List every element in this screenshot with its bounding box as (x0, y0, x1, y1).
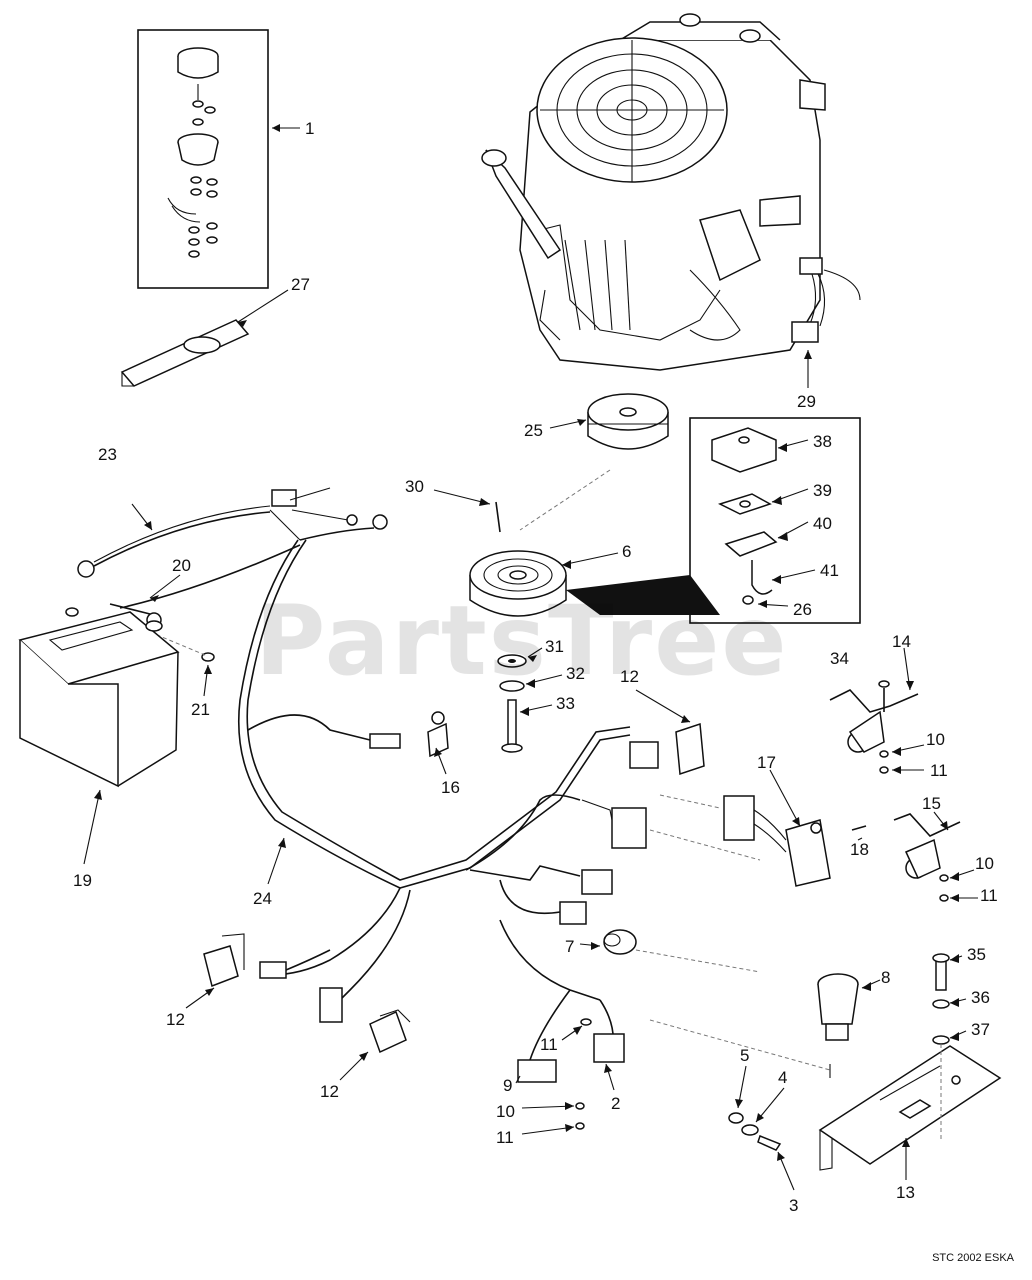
callout-c29: 29 (797, 392, 816, 411)
callout-c11c: 11 (540, 1035, 558, 1054)
callout-c4: 4 (778, 1068, 788, 1087)
callout-c10c: 10 (496, 1102, 515, 1121)
battery-19 (18, 607, 180, 865)
callout-c32: 32 (566, 664, 585, 683)
callout-c25: 25 (524, 421, 543, 440)
callout-c9: 9 (503, 1076, 513, 1095)
callout-c31: 31 (545, 637, 564, 656)
pulley-25 (519, 393, 669, 531)
callout-c11a: 11 (930, 761, 948, 780)
callout-c37: 37 (971, 1020, 990, 1039)
callout-c2: 2 (611, 1094, 621, 1113)
pto-clutch-6 (433, 489, 720, 617)
wire-harness-24 (237, 539, 705, 1061)
callout-c12b: 12 (166, 1010, 185, 1029)
callout-c34: 34 (830, 649, 849, 668)
callout-c11d: 11 (496, 1128, 514, 1147)
callout-c36: 36 (971, 988, 990, 1007)
harness-29 (791, 257, 861, 388)
callout-c23: 23 (98, 445, 117, 464)
watermark: PartsTree (255, 585, 789, 697)
callout-c40: 40 (813, 514, 832, 533)
seat-switch-14 (829, 647, 925, 774)
callout-c1: 1 (305, 119, 315, 138)
callout-c39: 39 (813, 481, 832, 500)
callout-c3: 3 (789, 1196, 799, 1215)
clutch-bracket-inset (689, 417, 861, 624)
callout-c16: 16 (441, 778, 460, 797)
callout-c7: 7 (565, 937, 575, 956)
callout-c5: 5 (740, 1046, 750, 1065)
callout-c11b: 11 (980, 886, 998, 905)
seat-switch-15 (893, 811, 978, 902)
bracket-27 (120, 289, 289, 387)
ignition-kit-box (137, 29, 300, 289)
callout-c18: 18 (850, 840, 869, 859)
battery-cables (77, 487, 388, 697)
callout-c41: 41 (820, 561, 839, 580)
engine (481, 13, 826, 371)
drawing-code: STC 2002 ESKA (932, 1252, 1014, 1264)
callout-c6: 6 (622, 542, 632, 561)
callout-c12c: 12 (320, 1082, 339, 1101)
callout-c13: 13 (896, 1183, 915, 1202)
callout-c14: 14 (892, 632, 911, 651)
callout-c10b: 10 (975, 854, 994, 873)
callout-c24: 24 (253, 889, 272, 908)
callout-c19: 19 (73, 871, 92, 890)
mounting-bracket-13 (649, 953, 1002, 1191)
clutch-hardware (497, 647, 563, 753)
callout-c15: 15 (922, 794, 941, 813)
callout-c27: 27 (291, 275, 310, 294)
callout-c8: 8 (881, 968, 891, 987)
callout-c26: 26 (793, 600, 812, 619)
callout-c30: 30 (405, 477, 424, 496)
callout-c38: 38 (813, 432, 832, 451)
callout-c17: 17 (757, 753, 776, 772)
callout-c33: 33 (556, 694, 575, 713)
callout-c20: 20 (172, 556, 191, 575)
lower-switches (515, 1018, 625, 1135)
interlock-switches (185, 933, 411, 1081)
callout-c10a: 10 (926, 730, 945, 749)
callout-c35: 35 (967, 945, 986, 964)
callout-c21: 21 (191, 700, 210, 719)
ignition-switch-7 (579, 929, 761, 973)
light-switch-8 (817, 973, 881, 1041)
module-17 (723, 769, 867, 887)
callout-c12a: 12 (620, 667, 639, 686)
